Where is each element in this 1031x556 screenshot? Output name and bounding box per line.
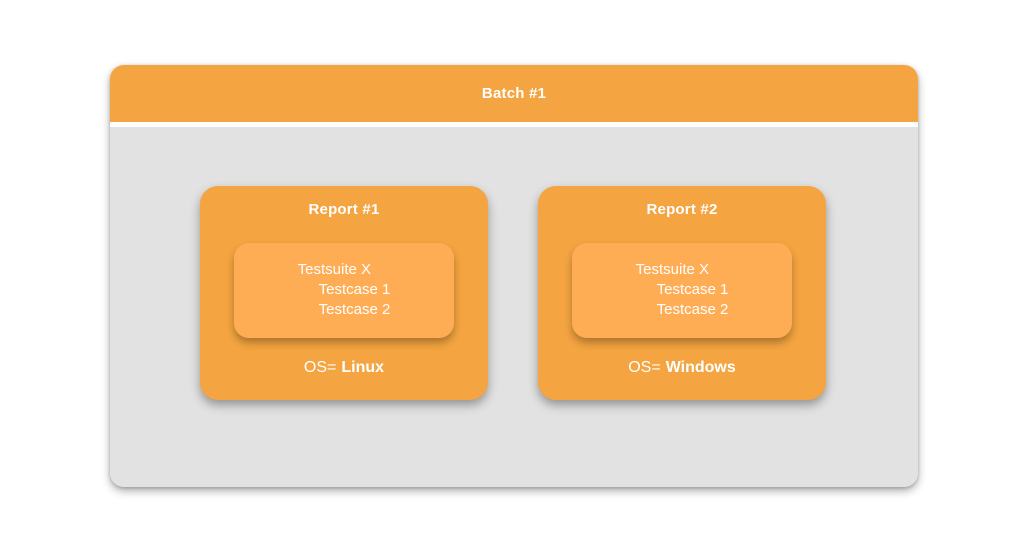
report-2-title: Report #2 (646, 201, 718, 218)
batch-header: Batch #1 (110, 65, 918, 122)
report-1-title: Report #1 (308, 201, 380, 218)
batch-container: Batch #1 Report #1 Testsuite X Testcase … (110, 65, 918, 487)
report-card-1: Report #1 Testsuite X Testcase 1 Testcas… (200, 186, 488, 400)
testcase-item: Testcase 1 (656, 281, 729, 298)
testsuite-text-block: Testsuite X Testcase 1 Testcase 2 (636, 260, 729, 320)
os-label: OS= (303, 359, 337, 376)
testsuite-name: Testsuite X (635, 261, 710, 278)
report-card-2: Report #2 Testsuite X Testcase 1 Testcas… (538, 186, 826, 400)
batch-body: Report #1 Testsuite X Testcase 1 Testcas… (110, 127, 918, 487)
testsuite-text-block: Testsuite X Testcase 1 Testcase 2 (298, 260, 391, 320)
os-label: OS= (628, 359, 661, 376)
report-1-os-line: OS=Linux (200, 359, 488, 377)
testcase-item: Testcase 2 (318, 301, 391, 318)
os-value: Windows (665, 359, 736, 376)
testcase-item: Testcase 1 (318, 281, 391, 298)
report-2-testsuite-box: Testsuite X Testcase 1 Testcase 2 (572, 243, 792, 338)
batch-title: Batch #1 (481, 85, 547, 102)
testsuite-name: Testsuite X (297, 261, 372, 278)
testcase-item: Testcase 2 (656, 301, 729, 318)
report-2-os-line: OS=Windows (538, 359, 826, 377)
os-value: Linux (341, 359, 385, 376)
report-1-testsuite-box: Testsuite X Testcase 1 Testcase 2 (234, 243, 454, 338)
